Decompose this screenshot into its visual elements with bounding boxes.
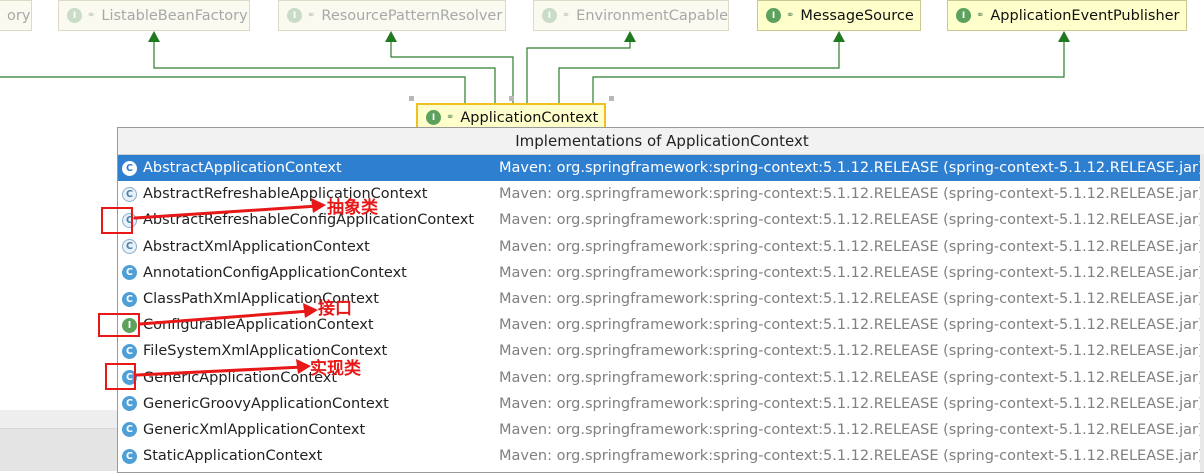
diagram-node-message-source[interactable]: I ⚭ MessageSource <box>757 0 921 31</box>
class-icon: C <box>122 160 137 176</box>
item-source: Maven: org.springframework:spring-contex… <box>499 317 1204 334</box>
item-name: AbstractRefreshableConfigApplicationCont… <box>143 212 475 229</box>
item-name: GenericGroovyApplicationContext <box>143 395 389 412</box>
class-icon: C <box>122 239 137 255</box>
item-source: Maven: org.springframework:spring-contex… <box>499 160 1204 177</box>
item-name: GenericXmlApplicationContext <box>143 421 366 438</box>
list-item[interactable]: C FileSystemXmlApplicationContext Maven: o… <box>118 338 1204 364</box>
class-icon: C <box>122 291 137 307</box>
list-item[interactable]: C AnnotationConfigApplicationContext Maven… <box>118 260 1204 286</box>
access-icon: ⚭ <box>87 10 96 21</box>
interface-icon: I <box>287 8 302 23</box>
access-icon: ⚭ <box>786 10 795 21</box>
item-source: Maven: org.springframework:spring-contex… <box>499 343 1204 360</box>
item-source: Maven: org.springframework:spring-contex… <box>499 291 1204 308</box>
node-label: EnvironmentCapable <box>576 7 728 24</box>
scrollbar[interactable] <box>1200 154 1204 472</box>
interface-icon: I <box>956 8 971 23</box>
annotation-implementation-class: 实现类 <box>310 359 361 379</box>
item-name: FileSystemXmlApplicationContext <box>143 343 388 360</box>
annotation-interface: 接口 <box>318 299 352 319</box>
node-label: MessageSource <box>800 7 914 24</box>
item-name: ConfigurableApplicationContext <box>143 317 374 334</box>
popup-title: Implementations of ApplicationContext <box>118 128 1204 155</box>
interface-icon: I <box>426 110 441 125</box>
item-name: AbstractApplicationContext <box>143 160 342 177</box>
interface-icon: I <box>542 8 557 23</box>
item-name: ClassPathXmlApplicationContext <box>143 291 379 308</box>
list-item[interactable]: C StaticApplicationContext Maven: org.spri… <box>118 443 1204 469</box>
diagram-node-listable-bean-factory[interactable]: I ⚭ ListableBeanFactory <box>58 0 250 31</box>
list-item[interactable]: C GenericGroovyApplicationContext Maven: o… <box>118 391 1204 417</box>
interface-icon: I <box>766 8 781 23</box>
access-icon: ⚭ <box>976 10 985 21</box>
resize-handle[interactable] <box>609 96 614 101</box>
list-item[interactable]: I ConfigurableApplicationContext Maven: or… <box>118 312 1204 338</box>
interface-icon: I <box>122 317 137 333</box>
class-icon: C <box>122 212 137 228</box>
resize-handle[interactable] <box>509 96 514 101</box>
access-icon: ⚭ <box>446 112 455 123</box>
node-label: ListableBeanFactory <box>101 7 248 24</box>
list-item[interactable]: C AbstractXmlApplicationContext Maven: org… <box>118 234 1204 260</box>
access-icon: ⚭ <box>561 10 571 21</box>
diagram-node-bean-factory-partial[interactable]: ory <box>0 0 32 31</box>
list-item[interactable]: C AbstractRefreshableApplicationContext Ma… <box>118 181 1204 207</box>
class-icon: C <box>122 448 137 464</box>
interface-icon: I <box>67 8 82 23</box>
item-source: Maven: org.springframework:spring-contex… <box>499 369 1204 386</box>
annotation-abstract-class: 抽象类 <box>327 198 378 218</box>
item-source: Maven: org.springframework:spring-contex… <box>499 186 1204 203</box>
item-source: Maven: org.springframework:spring-contex… <box>499 264 1204 281</box>
class-icon: C <box>122 186 137 202</box>
class-icon: C <box>122 343 137 359</box>
class-icon: C <box>122 422 137 438</box>
diagram-node-application-event-publisher[interactable]: I ⚭ ApplicationEventPublisher <box>947 0 1187 31</box>
node-label: ApplicationEventPublisher <box>990 7 1180 24</box>
diagram-node-environment-capable[interactable]: I ⚭ EnvironmentCapable <box>533 0 729 31</box>
class-icon: C <box>122 265 137 281</box>
list-item[interactable]: C AbstractApplicationContext Maven: org.sp… <box>118 155 1204 182</box>
item-source: Maven: org.springframework:spring-contex… <box>499 448 1204 465</box>
item-name: StaticApplicationContext <box>143 448 323 465</box>
highlight-box <box>98 313 140 337</box>
diagram-node-resource-pattern-resolver[interactable]: I ⚭ ResourcePatternResolver <box>278 0 506 31</box>
item-source: Maven: org.springframework:spring-contex… <box>499 238 1204 255</box>
item-name: AbstractRefreshableApplicationContext <box>143 186 428 203</box>
resize-handle[interactable] <box>409 96 414 101</box>
list-item[interactable]: C ClassPathXmlApplicationContext Maven: or… <box>118 286 1204 312</box>
item-name: AbstractXmlApplicationContext <box>143 238 370 255</box>
list-item[interactable]: C GenericXmlApplicationContext Maven: org.… <box>118 417 1204 443</box>
access-icon: ⚭ <box>307 10 316 21</box>
class-icon: C <box>122 370 137 386</box>
node-label: ApplicationContext <box>460 109 599 126</box>
list-item[interactable]: C AbstractRefreshableConfigApplicationCon… <box>118 207 1204 233</box>
class-icon: C <box>122 396 137 412</box>
item-source: Maven: org.springframework:spring-contex… <box>499 212 1204 229</box>
item-source: Maven: org.springframework:spring-contex… <box>499 395 1204 412</box>
node-label: ory <box>7 7 31 24</box>
item-source: Maven: org.springframework:spring-contex… <box>499 421 1204 438</box>
item-name: AnnotationConfigApplicationContext <box>143 264 407 281</box>
highlight-box <box>101 207 133 234</box>
node-label: ResourcePatternResolver <box>321 7 503 24</box>
background-panel-lower <box>0 428 118 471</box>
highlight-box <box>105 363 136 390</box>
